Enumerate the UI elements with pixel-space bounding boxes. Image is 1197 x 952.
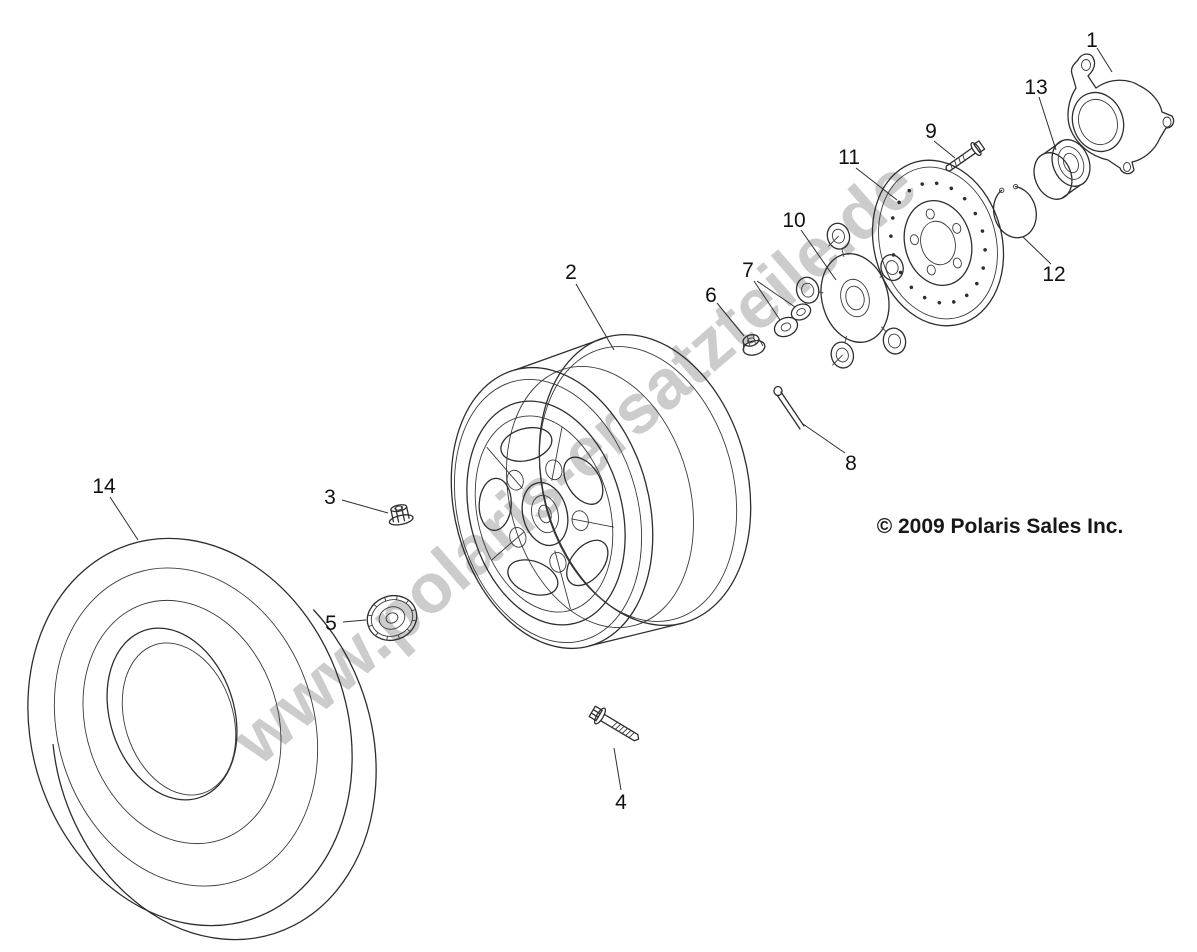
brake-disc-drawing [871,159,1005,327]
wheel-bolt-drawing [588,705,640,742]
leader-lines [109,47,1113,791]
leader-line-10 [800,229,837,281]
lug-nut-drawing [388,504,414,526]
disc-perforations [889,181,987,305]
leader-line-14 [109,496,139,541]
leader-line-7b [756,280,796,308]
leader-line-6 [716,302,745,337]
watermark-text: www.polaris-ersatzteile.de [217,145,930,780]
callout-14: 14 [92,475,116,498]
leader-line-1 [1096,47,1113,73]
bolt-drawing [945,140,986,172]
center-cap-drawing [366,594,418,642]
callout-labels: 1 2 3 4 5 6 7 8 9 10 11 12 13 14 [92,29,1098,814]
leader-line-4 [613,747,622,791]
leader-line-2 [575,283,615,351]
callout-8: 8 [845,452,857,475]
wheel-rim-drawing [450,333,752,650]
callout-1: 1 [1086,29,1098,52]
spindle-nut-drawing [742,334,766,356]
leader-line-3 [341,499,389,514]
callout-3: 3 [324,486,336,509]
callout-6: 6 [705,284,717,307]
callout-12: 12 [1042,263,1065,286]
washers-drawing [773,303,812,338]
leader-line-7a [753,280,781,321]
callout-2: 2 [565,261,577,284]
tire-drawing [27,537,377,941]
wheel-spokes [478,426,614,610]
leader-line-13 [1038,96,1057,151]
copyright-text: © 2009 Polaris Sales Inc. [877,515,1124,538]
wheel-hub-drawing [795,222,907,369]
callout-7: 7 [742,259,754,282]
snap-ring-drawing [992,183,1037,239]
callout-11: 11 [838,146,860,169]
callout-10: 10 [782,209,805,232]
cotter-pin-drawing [773,385,805,430]
steering-knuckle-drawing [1067,53,1175,175]
leader-line-5 [342,619,367,623]
leader-line-8 [802,423,846,454]
wheel-bearing-drawing [1033,139,1091,200]
callout-13: 13 [1024,76,1047,99]
callout-4: 4 [615,791,627,814]
leader-line-11 [855,167,898,201]
callout-9: 9 [925,120,937,143]
callout-5: 5 [325,612,337,635]
leader-line-12 [1022,236,1052,265]
leader-line-9 [933,140,956,159]
